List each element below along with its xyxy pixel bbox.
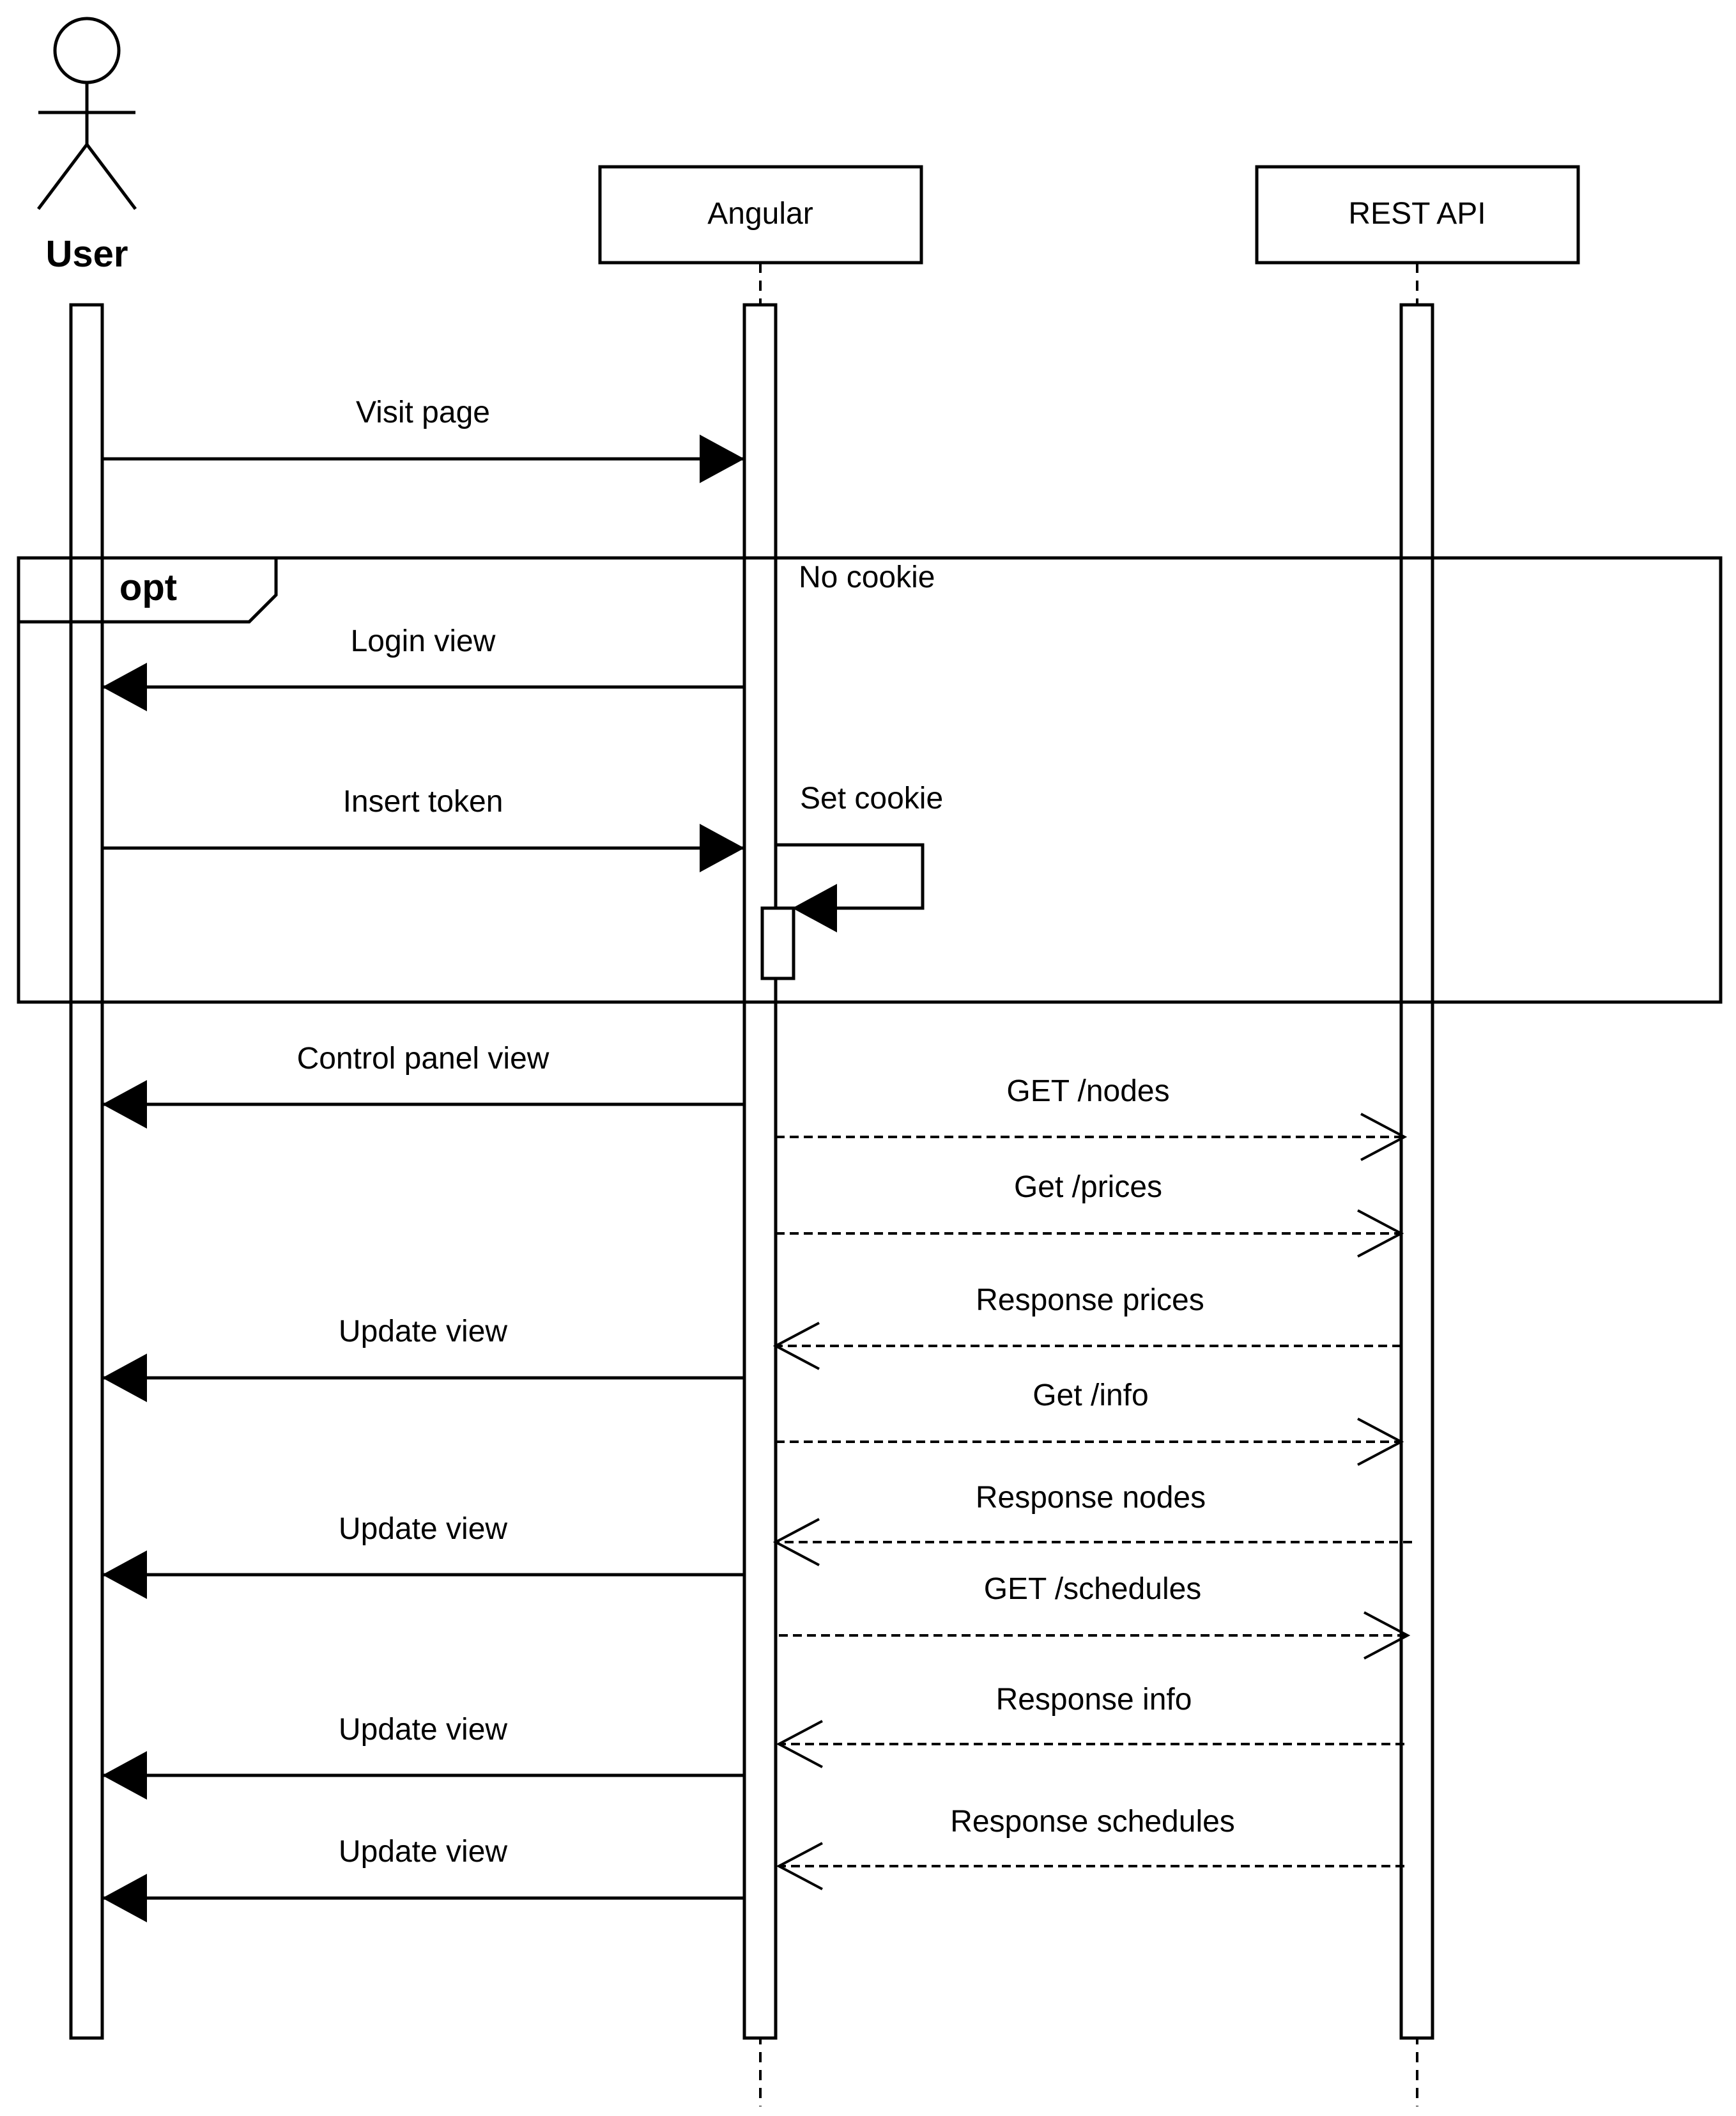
message-label-response-prices: Response prices <box>976 1283 1204 1317</box>
activation-bars <box>69 303 1434 2040</box>
message-label-get-prices: Get /prices <box>1014 1170 1162 1204</box>
opt-fragment: opt No cookie <box>17 556 1723 1004</box>
message-label-response-nodes: Response nodes <box>976 1481 1206 1515</box>
actor-name-user: User <box>46 233 128 275</box>
actor-figure-icon <box>37 17 137 210</box>
message-label-response-schedules: Response schedules <box>950 1805 1235 1839</box>
activation-bar-angular <box>742 303 778 2040</box>
message-label-response-info: Response info <box>996 1683 1192 1717</box>
user-actor: User <box>37 17 137 275</box>
message-label-update-view: Update view <box>339 1512 507 1546</box>
message-label-get-nodes: GET /nodes <box>1006 1074 1169 1108</box>
fragment-tag-box <box>19 558 278 624</box>
participant-label-rest-api: REST API <box>1348 197 1486 231</box>
fragment-guard: No cookie <box>799 560 935 594</box>
message-label-get-info: Get /info <box>1033 1378 1148 1412</box>
message-label-get-schedules: GET /schedules <box>984 1572 1202 1606</box>
message-label-visit-page: Visit page <box>356 396 490 429</box>
message-label-update-view: Update view <box>339 1835 507 1869</box>
message-label-set-cookie: Set cookie <box>800 782 943 815</box>
participant-angular: Angular <box>598 165 923 265</box>
message-label-login-view: Login view <box>351 624 496 658</box>
activation-bar-rest-api <box>1399 303 1434 2040</box>
message-label-update-view: Update view <box>339 1713 507 1747</box>
message-label-control-panel-view: Control panel view <box>297 1042 549 1076</box>
fragment-operator: opt <box>119 567 177 608</box>
message-arrow-set-cookie <box>776 843 925 932</box>
activation-bar-user <box>69 303 104 2040</box>
participant-rest-api: REST API <box>1255 165 1580 265</box>
messages: Visit page Login view Insert token Set c… <box>102 396 1412 1922</box>
participant-label-angular: Angular <box>707 197 813 231</box>
message-label-update-view: Update view <box>339 1315 507 1348</box>
self-activation-bar <box>760 906 795 980</box>
message-label-insert-token: Insert token <box>343 785 503 819</box>
